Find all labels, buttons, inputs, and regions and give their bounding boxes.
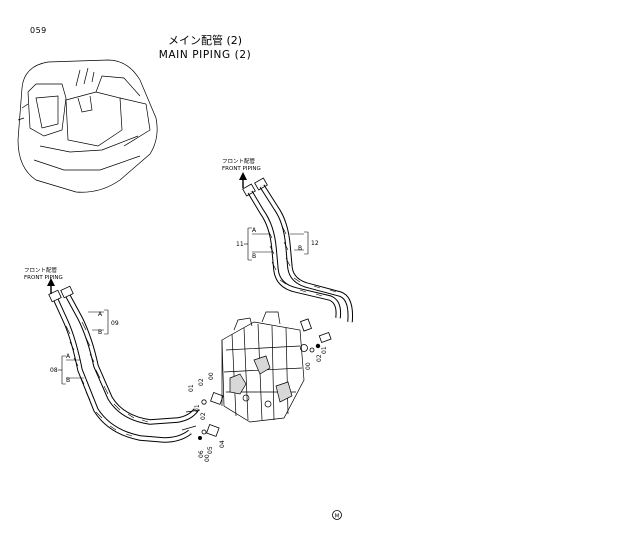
fittings (197, 318, 332, 440)
callout-fitting-02-c: 02 (200, 412, 207, 420)
callout-fitting-01-a: 01 (321, 346, 328, 354)
callout-right-a: A (252, 227, 257, 234)
footer-mark: M (332, 510, 342, 520)
bracket-left-pair (58, 309, 109, 385)
bracket-right-pair (244, 227, 309, 261)
front-piping-jp-right: フロント配管 (222, 157, 256, 165)
callout-left-b2: B (98, 329, 102, 336)
front-piping-jp-left: フロント配管 (24, 266, 58, 274)
left-hose-pair (48, 285, 201, 443)
front-piping-en-right: FRONT PIPING (222, 166, 261, 172)
fitting-callouts: 01 02 00 01 02 00 01 02 00 04 05 06 (188, 346, 328, 462)
callout-right-outer-a: 11 (236, 241, 244, 248)
callout-left-b: B (66, 377, 70, 384)
title-english: MAIN PIPING (2) (158, 49, 252, 61)
callout-left-outer-b: 09 (111, 320, 119, 327)
front-piping-arrow-right (239, 172, 247, 188)
page-title: メイン配管 (2) MAIN PIPING (2) (120, 34, 290, 62)
callout-fitting-05: 05 (207, 446, 214, 454)
callout-fitting-06: 06 (198, 450, 205, 458)
right-hose-pair (242, 177, 354, 323)
front-piping-arrow-left (47, 278, 55, 294)
callout-fitting-00-a: 00 (305, 362, 312, 370)
callout-right-b2: B (298, 245, 302, 252)
callout-fitting-02-b: 02 (198, 378, 205, 386)
machine-overview-illustration (17, 59, 158, 193)
title-japanese: メイン配管 (2) (167, 34, 243, 47)
page-code: 059 (30, 26, 47, 35)
callout-left-outer-a: 08 (50, 367, 58, 374)
callout-right-b: B (252, 253, 256, 260)
callout-right-outer-b: 12 (311, 240, 319, 247)
callout-fitting-00-c: 00 (204, 454, 211, 462)
callout-fitting-00-b: 00 (208, 372, 215, 380)
callout-fitting-04: 04 (219, 440, 226, 448)
callout-left-a2: A (98, 311, 103, 318)
callout-fitting-02-a: 02 (316, 354, 323, 362)
callout-fitting-01-c: 01 (194, 404, 201, 412)
front-piping-en-left: FRONT PIPING (24, 275, 63, 281)
control-valve-illustration (221, 311, 305, 423)
footer-mark-label: M (335, 514, 340, 520)
callout-left-a: A (66, 353, 71, 360)
callout-fitting-01-b: 01 (188, 384, 195, 392)
